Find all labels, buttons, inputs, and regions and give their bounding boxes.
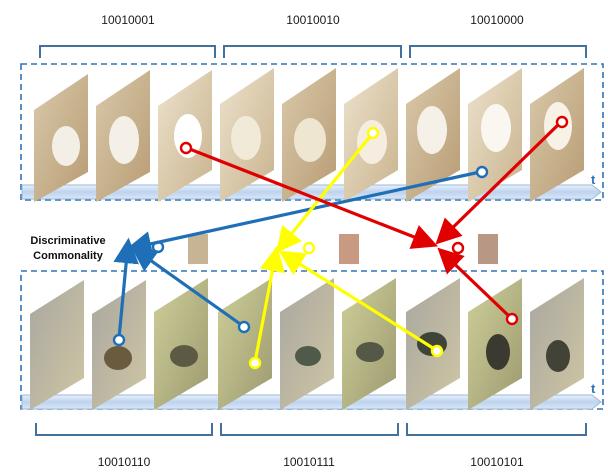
code-bottom-1: 10010110 [98,455,151,469]
blue-source-bottom-b [237,320,251,334]
top-frame-1-dog [52,126,80,166]
yellow-arrow-top [275,132,374,253]
bracket-top-2 [223,45,402,58]
blue-source-bottom-a [112,333,126,347]
bottom-frame-4 [218,278,272,410]
blue-source-top [475,165,489,179]
legend-yellow-marker [302,241,316,255]
bracket-bottom-1 [35,423,213,436]
code-top-3: 10010000 [470,13,524,27]
bracket-bottom-2 [220,423,399,436]
top-frame-5-dog [294,118,326,162]
bottom-frame-6-cat [356,342,384,362]
blue-arrow-top [125,170,481,257]
top-frame-7-dog [417,106,447,154]
patch-blue [188,234,208,264]
legend-red-marker [451,241,465,255]
yellow-arrow-bottom-b [278,250,437,352]
red-source-bottom [505,312,519,326]
label-discriminative: Discriminative [30,235,105,247]
blue-arrow-bottom-a [113,237,139,339]
red-arrow-bottom [437,247,513,320]
code-bottom-3: 10010101 [470,455,524,469]
yellow-source-top [366,126,380,140]
bottom-frames [30,278,584,410]
yellow-source-bottom-a [248,356,262,370]
bottom-t-label: t [591,381,596,396]
top-frame-8-dog [481,104,511,152]
top-frame [20,63,604,201]
bottom-frame-2-cat [104,346,132,370]
bottom-frame-9-cat [546,340,570,372]
bracket-top-1 [39,45,216,58]
bottom-frame-8-cat [486,334,510,370]
blue-arrows [112,165,489,347]
bottom-frame-1 [30,280,84,410]
bottom-frame-5 [280,278,334,410]
top-frame-6-dog [357,120,387,164]
yellow-source-bottom-b [430,344,444,358]
top-t-label: t [591,172,596,187]
blue-arrow-bottom-b [130,246,244,328]
top-frame-4-dog [231,116,261,160]
red-arrow-top-a [186,146,438,249]
patch-yellow [339,234,359,264]
yellow-arrow-bottom-a [253,245,285,363]
red-source-top-b [555,115,569,129]
red-arrows [179,115,569,326]
label-commonality: Commonality [33,250,104,262]
top-frame-2-dog [109,116,139,164]
patch-red [478,234,498,264]
code-top-2: 10010010 [286,13,340,27]
bottom-frame-3 [154,278,208,410]
bracket-top-3 [409,45,587,58]
bracket-bottom-3 [406,423,587,436]
code-bottom-2: 10010111 [283,455,335,469]
yellow-arrows [248,126,444,370]
code-top-1: 10010001 [101,13,155,27]
red-source-top-a [179,141,193,155]
bottom-frame-3-cat [170,345,198,367]
top-frames [34,68,584,202]
bottom-frame-5-cat [295,346,321,366]
red-arrow-top-b [435,120,563,245]
